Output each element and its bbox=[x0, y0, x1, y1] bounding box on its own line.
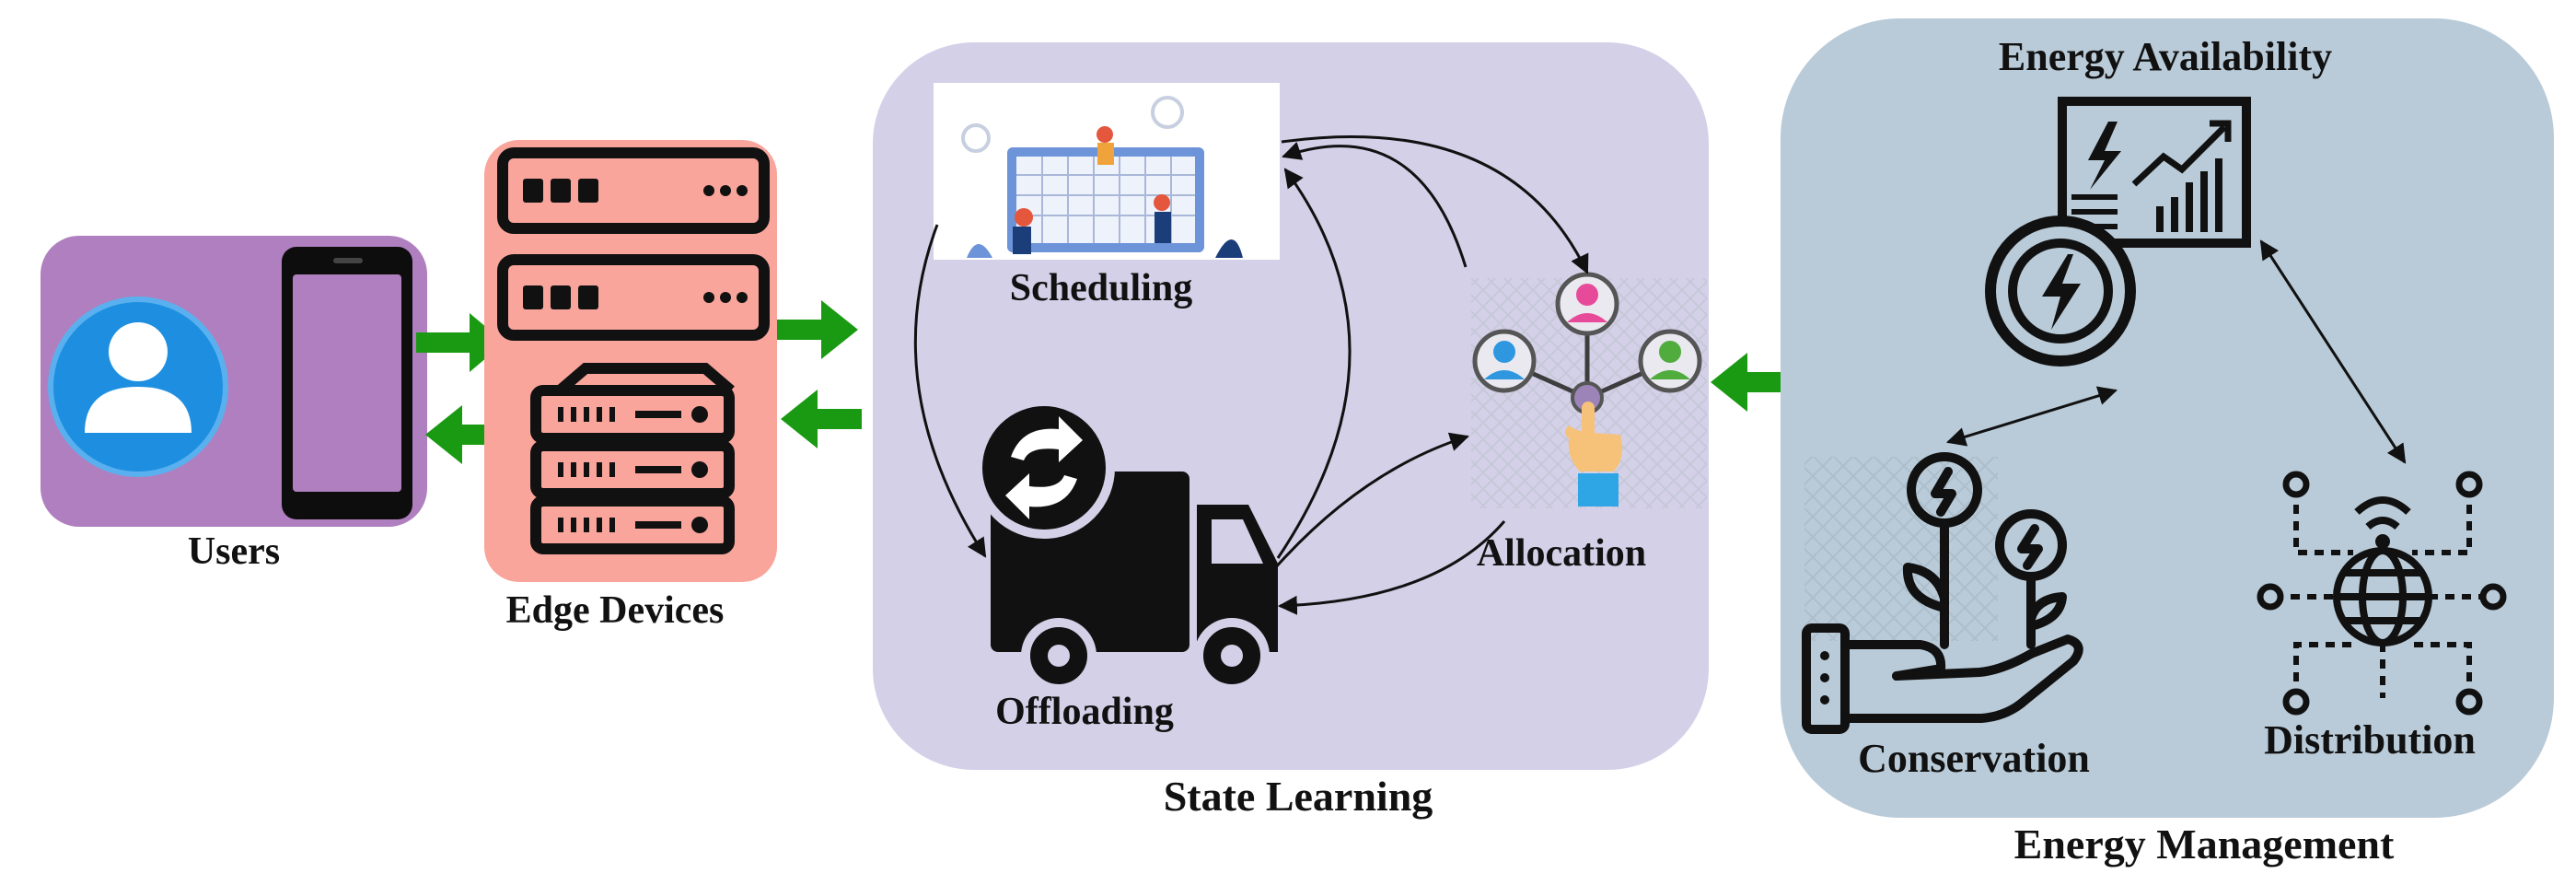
server-tower-icon bbox=[530, 363, 735, 554]
offloading-label: Offloading bbox=[995, 691, 1174, 733]
globe-network-icon bbox=[2257, 471, 2507, 716]
offloading-to-scheduling-arrow bbox=[1276, 168, 1352, 559]
distribution-label: Distribution bbox=[2264, 717, 2476, 763]
energy-to-allocation-arrow bbox=[1711, 353, 1781, 412]
availability-conservation-arrow bbox=[1945, 386, 2118, 447]
energy-arrows bbox=[1945, 239, 2407, 464]
energy-management-group: Energy Availability bbox=[1781, 18, 2554, 818]
state-learning-group: Scheduling Offloading bbox=[873, 42, 1709, 820]
scheduling-to-offloading-arrow bbox=[913, 224, 987, 558]
allocation-to-scheduling-arrow bbox=[1282, 141, 1468, 268]
scheduling-to-allocation-arrow bbox=[1281, 135, 1589, 274]
energy-availability-label: Energy Availability bbox=[1999, 34, 2332, 79]
allocation-to-offloading-arrow bbox=[1277, 520, 1506, 615]
lightning-circle-icon bbox=[1985, 215, 2136, 367]
user-icon bbox=[48, 297, 228, 477]
conservation-label: Conservation bbox=[1858, 736, 2090, 781]
edge-devices-group: Edge Devices bbox=[484, 140, 777, 632]
state-learning-label: State Learning bbox=[1164, 773, 1433, 820]
state-to-edge-arrow bbox=[781, 390, 862, 448]
network-allocation-icon bbox=[1471, 272, 1707, 508]
energy-management-panel bbox=[1781, 18, 2554, 818]
scheduling-label: Scheduling bbox=[1010, 267, 1192, 309]
users-label: Users bbox=[188, 530, 280, 573]
availability-distribution-arrow bbox=[2259, 239, 2407, 464]
edge-to-state-arrow bbox=[777, 300, 858, 359]
energy-management-label: Energy Management bbox=[2014, 821, 2395, 868]
calendar-scheduling-icon bbox=[934, 83, 1280, 260]
plant-hand-icon bbox=[1802, 452, 2083, 734]
offloading-to-allocation-arrow bbox=[1272, 432, 1470, 570]
allocation-label: Allocation bbox=[1477, 532, 1646, 575]
edge-devices-label: Edge Devices bbox=[506, 589, 725, 632]
server-rack-icon bbox=[497, 147, 770, 341]
smartphone-icon bbox=[282, 247, 412, 519]
truck-offloading-icon bbox=[973, 397, 1278, 693]
users-group: Users bbox=[41, 236, 427, 573]
flow-arrows bbox=[913, 135, 1589, 615]
server-rack-details bbox=[523, 179, 748, 309]
